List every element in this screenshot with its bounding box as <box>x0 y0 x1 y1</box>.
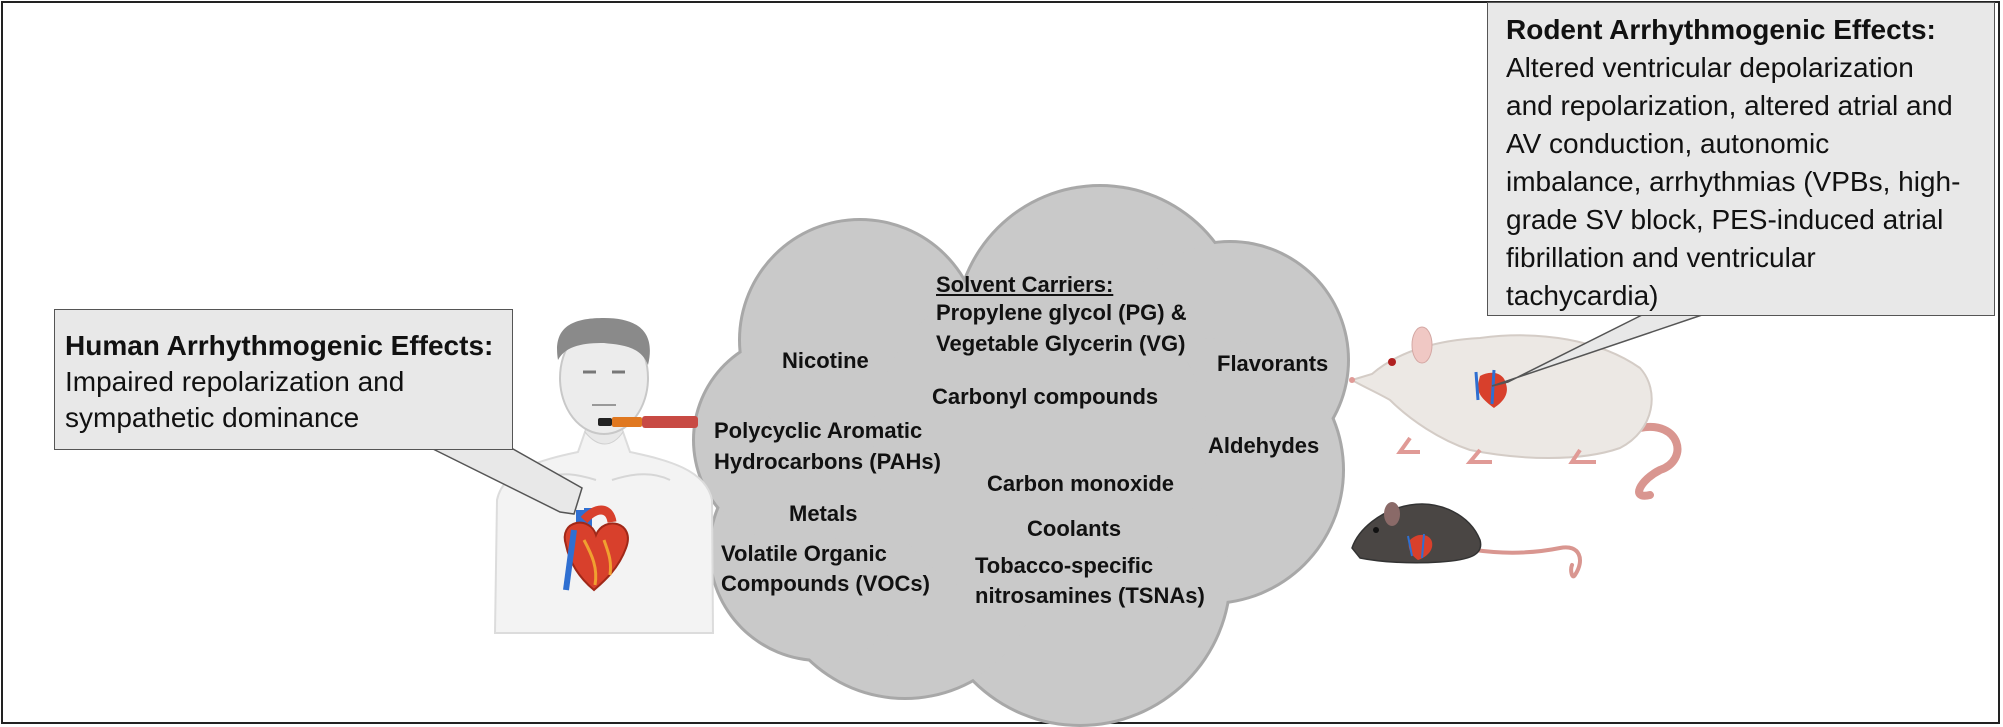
flavorants-label: Flavorants <box>1217 351 1329 376</box>
aerosol-cloud-icon <box>692 184 1350 727</box>
tsna-label-line2: nitrosamines (TSNAs) <box>975 583 1205 608</box>
rodent-effects-callout: Rodent Arrhythmogenic Effects: Altered v… <box>1487 2 1995 316</box>
voc-label-line2: Compounds (VOCs) <box>721 571 930 596</box>
heart-icon <box>563 505 629 592</box>
human-effects-title: Human Arrhythmogenic Effects: <box>65 330 494 361</box>
mouse-icon <box>1351 502 1582 579</box>
human-effects-callout: Human Arrhythmogenic Effects: Impaired r… <box>54 309 513 450</box>
pah-label-line1: Polycyclic Aromatic <box>714 418 923 443</box>
pah-label-line2: Hydrocarbons (PAHs) <box>714 449 941 474</box>
rodent-effects-body: Altered ventricular depolarization and r… <box>1506 52 1961 311</box>
rat-icon <box>1349 326 1682 500</box>
voc-label-line1: Volatile Organic <box>721 541 887 566</box>
carbonyl-compounds-label: Carbonyl compounds <box>932 384 1159 409</box>
solvent-carriers-line1: Propylene glycol (PG) & <box>936 300 1187 325</box>
coolants-label: Coolants <box>1027 516 1122 541</box>
solvent-carriers-line2: Vegetable Glycerin (VG) <box>936 331 1186 356</box>
e-cigarette-icon <box>598 416 698 428</box>
solvent-carriers-title: Solvent Carriers: <box>936 272 1114 297</box>
tsna-label-line1: Tobacco-specific <box>975 553 1154 578</box>
metals-label: Metals <box>789 501 858 526</box>
human-effects-body: Impaired repolarization and sympathetic … <box>65 366 405 433</box>
aldehydes-label: Aldehydes <box>1208 433 1320 458</box>
nicotine-label: Nicotine <box>782 348 869 373</box>
rodent-effects-title: Rodent Arrhythmogenic Effects: <box>1506 14 1936 45</box>
carbon-monoxide-label: Carbon monoxide <box>987 471 1175 496</box>
